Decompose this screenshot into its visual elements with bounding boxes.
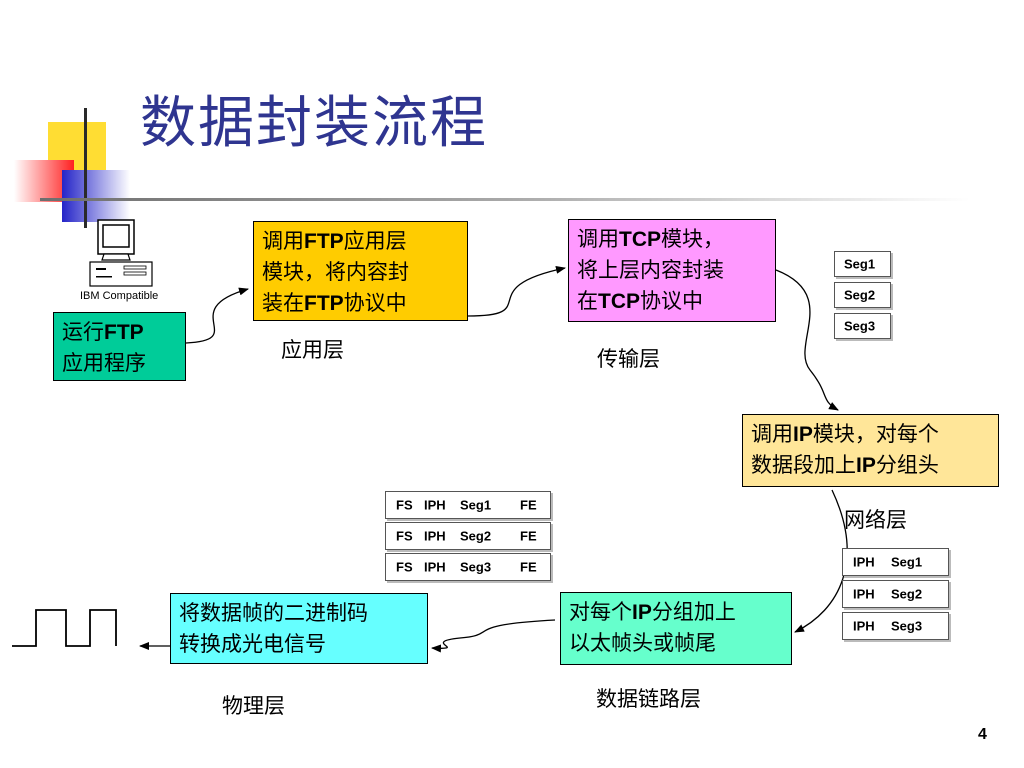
frame-box: FS IPH Seg3 FE [385, 553, 551, 581]
seg-label: Seg1 [460, 497, 492, 513]
dl-l1-bold: IP [632, 601, 652, 624]
segment-label: Seg3 [844, 318, 876, 334]
iph-label: IPH [853, 554, 875, 570]
run-ftp-bold: FTP [104, 321, 144, 344]
ip-l2-pre: 数据段加上 [751, 453, 856, 477]
iph-label: IPH [424, 528, 446, 544]
app-l1-pre: 调用 [262, 229, 304, 253]
seg-label: Seg1 [891, 554, 923, 570]
app-l1-bold: FTP [304, 230, 344, 253]
tcp-l1-pre: 调用 [577, 227, 619, 251]
connector-app-to-tcp [467, 265, 566, 317]
tcp-l3-pre: 在 [577, 289, 598, 313]
connector-tcp-to-ip [775, 269, 839, 411]
slide-title: 数据封装流程 [140, 91, 488, 156]
segment-box: Seg1 [834, 251, 891, 277]
app-l2: 模块，将内容封 [262, 260, 409, 284]
phys-l1: 将数据帧的二进制码 [179, 601, 368, 625]
vertical-line [84, 108, 87, 228]
app-l3-bold: FTP [304, 292, 344, 315]
tcp-l1-post: 模块， [661, 227, 724, 251]
iph-label: IPH [424, 497, 446, 513]
connector-run-to-app [185, 287, 249, 344]
computer-label: IBM Compatible [80, 290, 159, 302]
segment-label: Seg1 [844, 256, 876, 272]
app-l3-post: 协议中 [343, 291, 407, 315]
ip-packet-box: IPH Seg3 [842, 612, 949, 640]
layer-label-application: 应用层 [281, 338, 344, 362]
iph-label: IPH [424, 559, 446, 575]
iph-label: IPH [853, 618, 875, 634]
tcp-box: 调用TCP模块， 将上层内容封装 在TCP协议中 [568, 219, 776, 322]
application-layer-box: 调用FTP应用层 模块，将内容封 装在FTP协议中 [253, 221, 468, 321]
layer-label-datalink: 数据链路层 [596, 687, 701, 711]
seg-label: Seg3 [460, 559, 492, 575]
frame-box: FS IPH Seg2 FE [385, 522, 551, 550]
connector-ip-to-datalink [794, 489, 848, 633]
fe-label: FE [520, 528, 537, 544]
connector-datalink-to-physical [431, 619, 556, 653]
frame-box: FS IPH Seg1 FE [385, 491, 551, 519]
run-ftp-box: 运行FTP 应用程序 [53, 312, 186, 381]
ip-box: 调用IP模块，对每个 数据段加上IP分组头 [742, 414, 999, 487]
ip-packet-box: IPH Seg2 [842, 580, 949, 608]
ip-l2-bold: IP [856, 454, 876, 477]
run-ftp-text: 运行 [62, 320, 104, 344]
phys-l2: 转换成光电信号 [179, 632, 326, 656]
dl-l1-post: 分组加上 [651, 600, 736, 624]
ip-l1-post: 模块，对每个 [812, 422, 939, 446]
layer-label-network: 网络层 [844, 508, 907, 532]
fs-label: FS [396, 528, 413, 544]
tcp-l3-bold: TCP [598, 290, 640, 313]
seg-label: Seg3 [891, 618, 923, 634]
app-l3-pre: 装在 [262, 291, 304, 315]
fs-label: FS [396, 559, 413, 575]
ip-packet-box: IPH Seg1 [842, 548, 949, 576]
seg-label: Seg2 [891, 586, 923, 602]
corner-decoration [14, 108, 134, 228]
run-ftp-line2: 应用程序 [62, 351, 146, 375]
app-l1-post: 应用层 [343, 229, 407, 253]
iph-label: IPH [853, 586, 875, 602]
square-wave-signal [12, 609, 117, 647]
tcp-l1-bold: TCP [619, 228, 661, 251]
physical-box: 将数据帧的二进制码 转换成光电信号 [170, 593, 428, 664]
segment-label: Seg2 [844, 287, 876, 303]
title-underline [40, 198, 970, 201]
tcp-l3-post: 协议中 [640, 289, 703, 313]
layer-label-transport: 传输层 [597, 347, 660, 371]
fe-label: FE [520, 559, 537, 575]
dl-l1-pre: 对每个 [569, 600, 632, 624]
ip-l1-pre: 调用 [751, 422, 793, 446]
datalink-box: 对每个IP分组加上 以太帧头或帧尾 [560, 592, 792, 665]
computer-icon [89, 219, 153, 287]
fe-label: FE [520, 497, 537, 513]
dl-l2: 以太帧头或帧尾 [569, 631, 716, 655]
ip-l1-bold: IP [793, 423, 813, 446]
ip-l2-post: 分组头 [875, 453, 939, 477]
segment-box: Seg2 [834, 282, 891, 308]
page-number: 4 [978, 726, 987, 743]
tcp-l2: 将上层内容封装 [577, 258, 724, 282]
blue-square [62, 170, 130, 222]
layer-label-physical: 物理层 [222, 694, 285, 718]
segment-box: Seg3 [834, 313, 891, 339]
fs-label: FS [396, 497, 413, 513]
seg-label: Seg2 [460, 528, 492, 544]
